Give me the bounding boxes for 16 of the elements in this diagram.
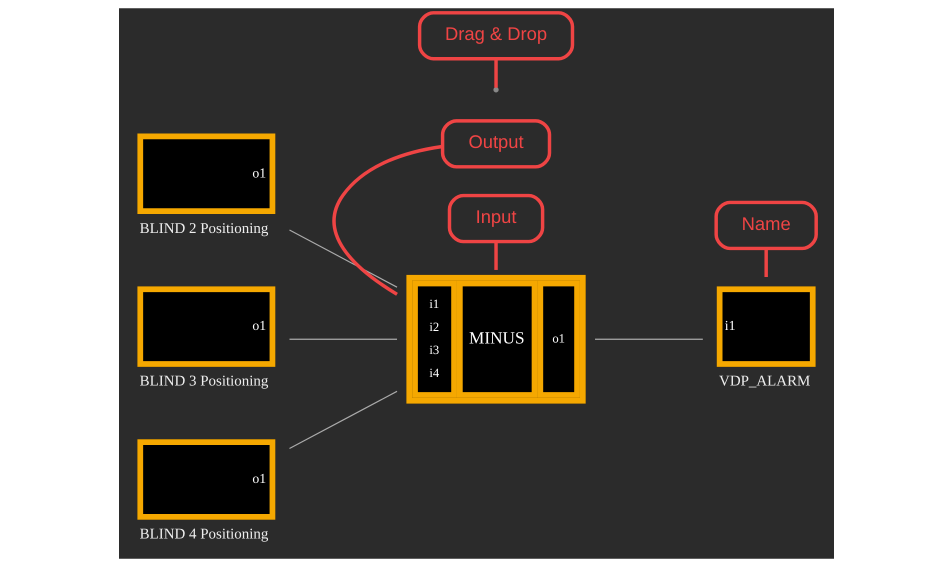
connector: [594, 338, 702, 340]
node-box: Output: [440, 119, 551, 169]
connector: [332, 144, 442, 296]
connector: [288, 229, 397, 288]
connector: [288, 338, 397, 340]
node-box: Name: [714, 200, 818, 250]
connector: [494, 242, 498, 270]
connector: [494, 58, 498, 88]
node-box: Input: [447, 194, 544, 244]
node-label: VDP_ALARM: [718, 374, 810, 390]
connector: [288, 390, 397, 450]
node-label: BLIND 3 Positioning: [139, 374, 268, 390]
node-box: Drag & Drop: [417, 11, 574, 60]
connector: [764, 248, 768, 278]
node-label: BLIND 2 Positioning: [139, 220, 268, 237]
node-label: BLIND 4 Positioning: [139, 526, 268, 543]
